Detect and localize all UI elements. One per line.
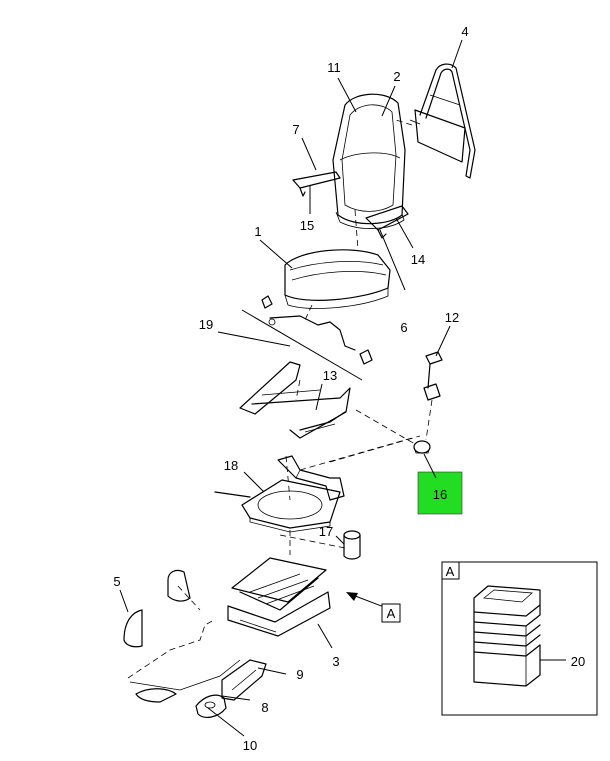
callout-5: 5 <box>113 574 120 589</box>
callout-20: 20 <box>571 654 585 669</box>
assembly-line <box>299 437 413 471</box>
rod-axis-line <box>241 309 363 381</box>
view-ref-box[interactable]: A <box>381 603 401 623</box>
detail-view-a: A <box>441 561 598 716</box>
callout-4: 4 <box>461 24 468 39</box>
callout-15: 15 <box>300 218 314 233</box>
seat-rod-assembly[interactable] <box>261 295 373 365</box>
assembly-line <box>355 409 416 445</box>
mounting-bracket[interactable] <box>277 455 345 501</box>
callout-8: 8 <box>261 700 268 715</box>
left-armrest[interactable] <box>292 171 341 197</box>
assembly-line <box>279 534 346 549</box>
suspension-base[interactable] <box>227 557 331 637</box>
cable-18 <box>214 491 251 498</box>
callout-6: 6 <box>400 320 407 335</box>
callout-1: 1 <box>254 224 261 239</box>
adjustment-knob[interactable] <box>413 440 431 454</box>
wire-lower <box>129 659 241 691</box>
control-handle[interactable] <box>221 659 267 701</box>
callout-14: 14 <box>411 252 425 267</box>
callout-11: 11 <box>327 60 341 75</box>
seat-slide-rails[interactable] <box>239 361 351 439</box>
callout-3: 3 <box>332 654 339 669</box>
assembly-line <box>329 435 421 463</box>
callout-10: 10 <box>243 738 257 753</box>
damper-stack[interactable] <box>473 585 541 687</box>
callout-18: 18 <box>224 458 238 473</box>
leader-lines <box>119 39 566 737</box>
assembly-line <box>395 119 413 126</box>
callout-19: 19 <box>199 317 213 332</box>
side-cover-5[interactable] <box>123 609 143 648</box>
lower-cover[interactable] <box>135 688 177 703</box>
air-canister[interactable] <box>343 530 361 560</box>
callout-labels: 1 2 3 4 5 6 7 8 9 10 11 12 13 14 15 16 1… <box>113 24 585 753</box>
side-cover-top[interactable] <box>167 569 191 602</box>
assembly-line <box>285 455 291 501</box>
wire-harness <box>127 619 215 679</box>
view-arrow <box>346 592 385 608</box>
assembly-line <box>295 379 301 401</box>
assembly-line <box>354 209 359 251</box>
detail-view-label: A <box>446 564 455 579</box>
assembly-line <box>177 585 201 611</box>
callout-16: 16 <box>433 487 447 502</box>
callout-17: 17 <box>319 524 333 539</box>
seat-cushion[interactable] <box>284 249 391 309</box>
callout-2: 2 <box>393 69 400 84</box>
control-pad[interactable] <box>195 694 227 718</box>
callout-12: 12 <box>445 310 459 325</box>
assembly-line <box>304 304 313 321</box>
callout-13: 13 <box>323 368 337 383</box>
shock-link[interactable] <box>423 351 443 401</box>
seat-back[interactable] <box>332 93 406 229</box>
highlight-box-16[interactable] <box>417 471 463 515</box>
assembly-line <box>425 399 433 441</box>
callout-7: 7 <box>292 122 299 137</box>
view-ref-label: A <box>387 606 396 621</box>
right-armrest[interactable] <box>365 205 409 239</box>
callout-9: 9 <box>296 667 303 682</box>
headrest-frame[interactable] <box>409 63 476 179</box>
